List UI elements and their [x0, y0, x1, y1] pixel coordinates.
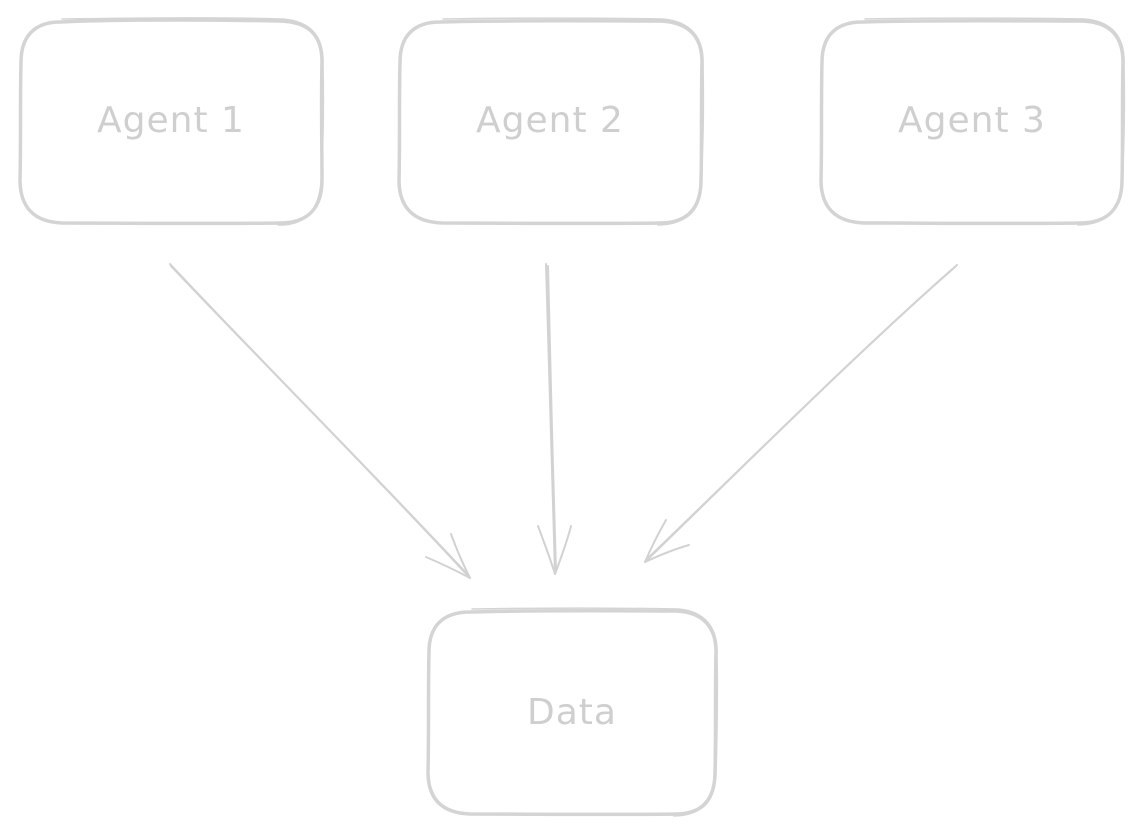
arrow-agent-2-to-data [537, 263, 572, 575]
data-node[interactable]: Data [426, 607, 719, 817]
agent-3-label: Agent 3 [898, 100, 1046, 141]
agent-3-node[interactable]: Agent 3 [819, 17, 1126, 226]
arrow-agent-1-to-data [169, 263, 471, 579]
agent-1-node[interactable]: Agent 1 [18, 17, 325, 226]
data-label: Data [527, 692, 617, 733]
agent-2-node[interactable]: Agent 2 [397, 17, 705, 226]
arrow-agent-3-to-data [644, 264, 958, 563]
agent-2-label: Agent 2 [476, 100, 624, 141]
agent-1-label: Agent 1 [97, 100, 245, 141]
